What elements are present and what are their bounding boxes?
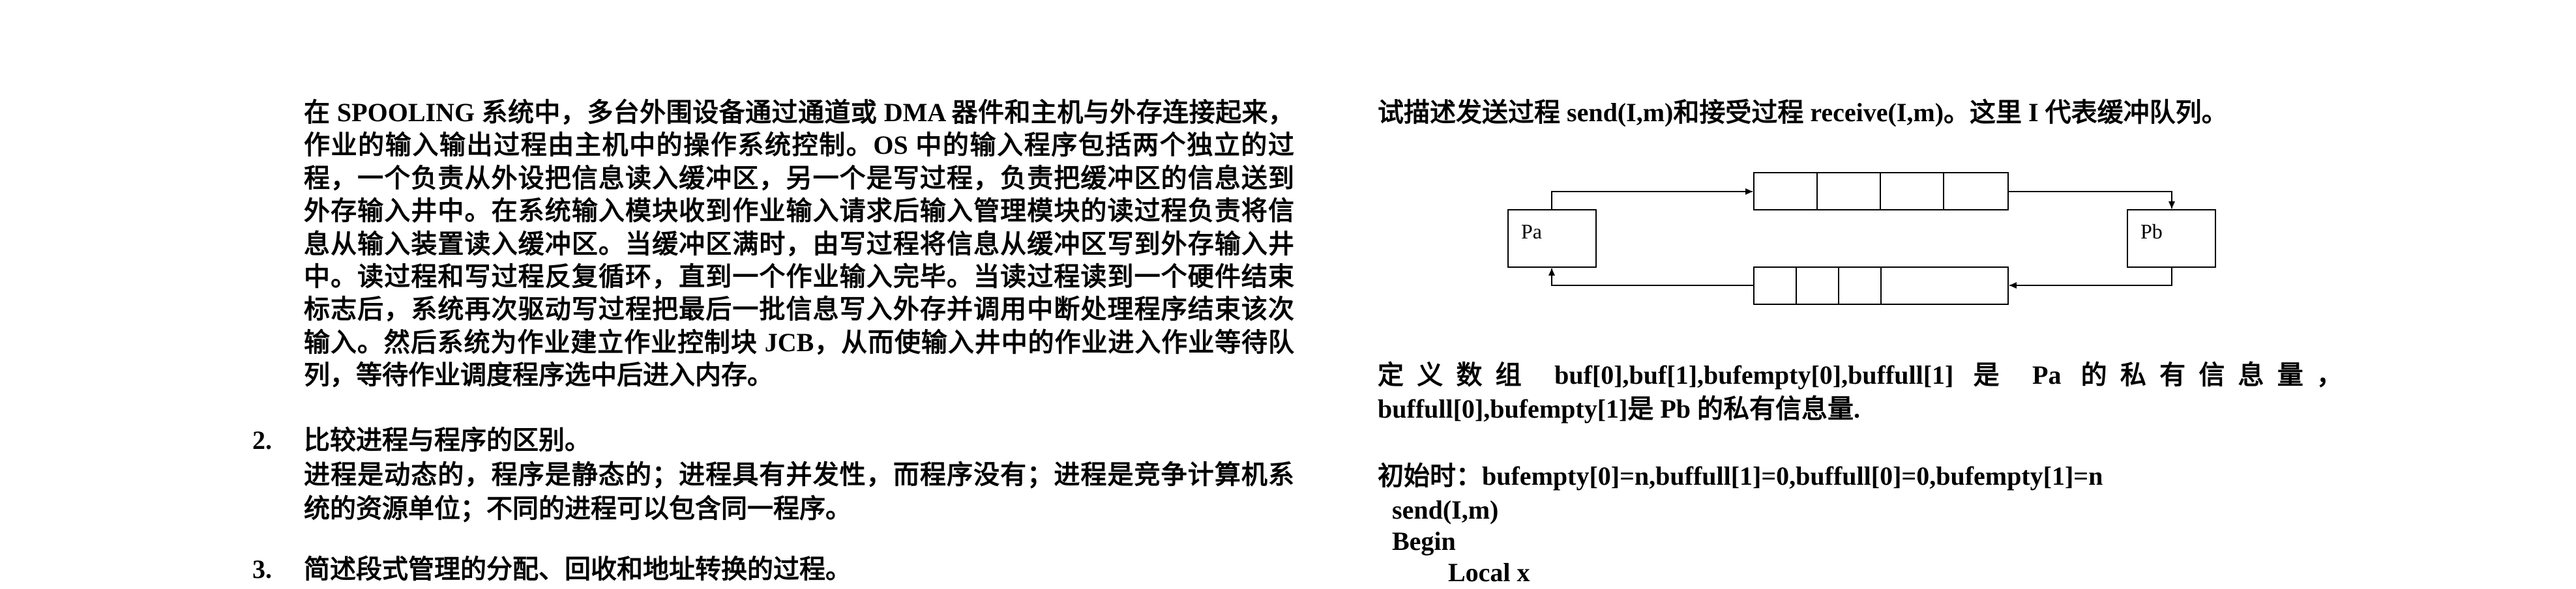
question-3-number: 3. <box>252 554 272 584</box>
right-column: 试描述发送过程 send(I,m)和接受过程 receive(I,m)。这里 I… <box>1378 0 2356 587</box>
code-send-line: send(I,m) <box>1392 495 1499 524</box>
flow-arrows <box>1548 188 2175 289</box>
buffer-queue-diagram: Pa Pb <box>1507 172 2216 305</box>
spooling-answer-paragraph: 在 SPOOLING 系统中，多台外围设备通过通道或 DMA 器件和主机与外存连… <box>304 98 1294 390</box>
question-2-answer: 进程是动态的，程序是静态的；进程具有并发性，而程序没有；进程是竞争计算机系统的资… <box>304 460 1294 523</box>
question-2-text: 比较进程与程序的区别。 <box>304 425 591 455</box>
question-2-number: 2. <box>252 425 272 455</box>
left-column: 在 SPOOLING 系统中，多台外围设备通过通道或 DMA 器件和主机与外存连… <box>244 0 1294 586</box>
code-begin-line: Begin <box>1392 526 1456 556</box>
pb-process-box <box>2127 209 2216 268</box>
pa-process-label: Pa <box>1521 220 1542 243</box>
semaphore-definition: 定义数组 buf[0],buf[1],bufempty[0],buffull[1… <box>1378 360 2343 424</box>
initial-values: 初始时：bufempty[0]=n,buffull[1]=0,buffull[0… <box>1378 461 2103 491</box>
bottom-buffer-queue <box>1753 266 2009 305</box>
code-local-line: Local x <box>1448 558 1530 587</box>
pa-process-box <box>1507 209 1597 268</box>
top-buffer-queue <box>1753 172 2009 210</box>
pb-process-label: Pb <box>2140 220 2163 243</box>
task-description: 试描述发送过程 send(I,m)和接受过程 receive(I,m)。这里 I… <box>1378 98 2228 127</box>
question-3-text: 简述段式管理的分配、回收和地址转换的过程。 <box>304 554 851 584</box>
